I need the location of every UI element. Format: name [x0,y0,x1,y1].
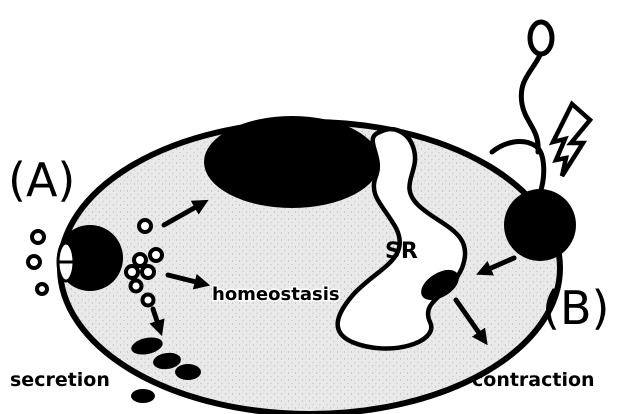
vesicle-icon [131,281,142,292]
vesicle-icon [134,254,146,266]
vesicle-icon [37,284,47,294]
label-sr: SR [385,239,418,264]
vesicle-icon [143,295,154,306]
label-homeostasis: homeostasis [212,284,340,305]
neuron-icon [492,22,552,190]
secretory-channel [57,225,123,291]
vesicle-icon [32,231,44,243]
nucleus [204,116,380,208]
label-a: (A) [8,153,75,207]
vesicle-icon [28,256,40,268]
receptor-channel [504,189,576,261]
lightning-bolt-icon [553,104,590,176]
label-contraction: contraction [472,369,595,391]
label-secretion: secretion [10,369,110,391]
extracellular-vesicles [28,231,47,294]
vesicle-icon [142,266,154,278]
label-b: (B) [542,281,609,335]
vesicle-icon [150,249,162,261]
vesicle-icon [139,220,151,232]
vesicle-icon [126,266,138,278]
